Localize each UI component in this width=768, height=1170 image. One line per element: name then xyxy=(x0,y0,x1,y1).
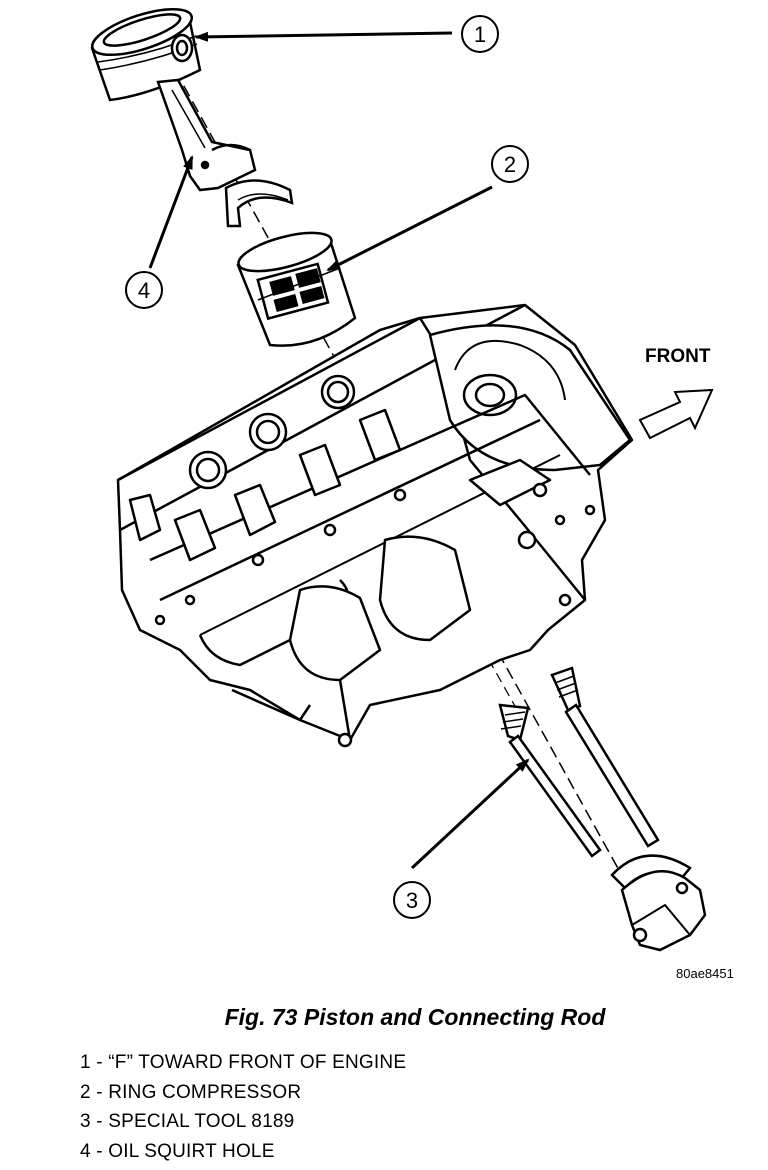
front-direction-arrow xyxy=(638,388,714,440)
rod-cap xyxy=(610,854,707,952)
callout-1: 1 xyxy=(461,15,499,53)
callout-3-leader xyxy=(410,758,530,870)
callout-legend: 1 - “F” TOWARD FRONT OF ENGINE 2 - RING … xyxy=(80,1048,406,1166)
legend-item-3: 3 - SPECIAL TOOL 8189 xyxy=(80,1111,295,1132)
legend-item-2: 2 - RING COMPRESSOR xyxy=(80,1081,302,1103)
callout-4-leader xyxy=(148,155,194,269)
exploded-view-diagram: FRONT 1 2 3 4 80ae8451 xyxy=(90,7,734,981)
callout-2: 2 xyxy=(491,145,529,183)
callout-4-number: 4 xyxy=(138,278,150,303)
engine-block xyxy=(116,303,634,748)
callout-2-number: 2 xyxy=(504,152,516,177)
special-tool-8189 xyxy=(498,666,660,858)
ring-compressor xyxy=(236,231,357,347)
callout-4: 4 xyxy=(125,271,163,309)
legend-item-1: 1 - “F” TOWARD FRONT OF ENGINE xyxy=(80,1052,407,1073)
figure-caption: Fig. 73 Piston and Connecting Rod xyxy=(224,1004,606,1030)
callout-3-number: 3 xyxy=(406,888,418,913)
callout-2-leader xyxy=(326,185,493,272)
callout-1-number: 1 xyxy=(474,22,486,47)
piston xyxy=(90,7,202,102)
callout-3: 3 xyxy=(393,881,431,919)
connecting-rod xyxy=(156,78,257,192)
bearing-shell-upper xyxy=(224,179,294,228)
legend-item-4: 4 - OIL SQUIRT HOLE xyxy=(80,1140,275,1162)
callout-1-leader xyxy=(194,31,453,42)
front-label: FRONT xyxy=(645,346,711,367)
image-reference-code: 80ae8451 xyxy=(676,966,734,981)
